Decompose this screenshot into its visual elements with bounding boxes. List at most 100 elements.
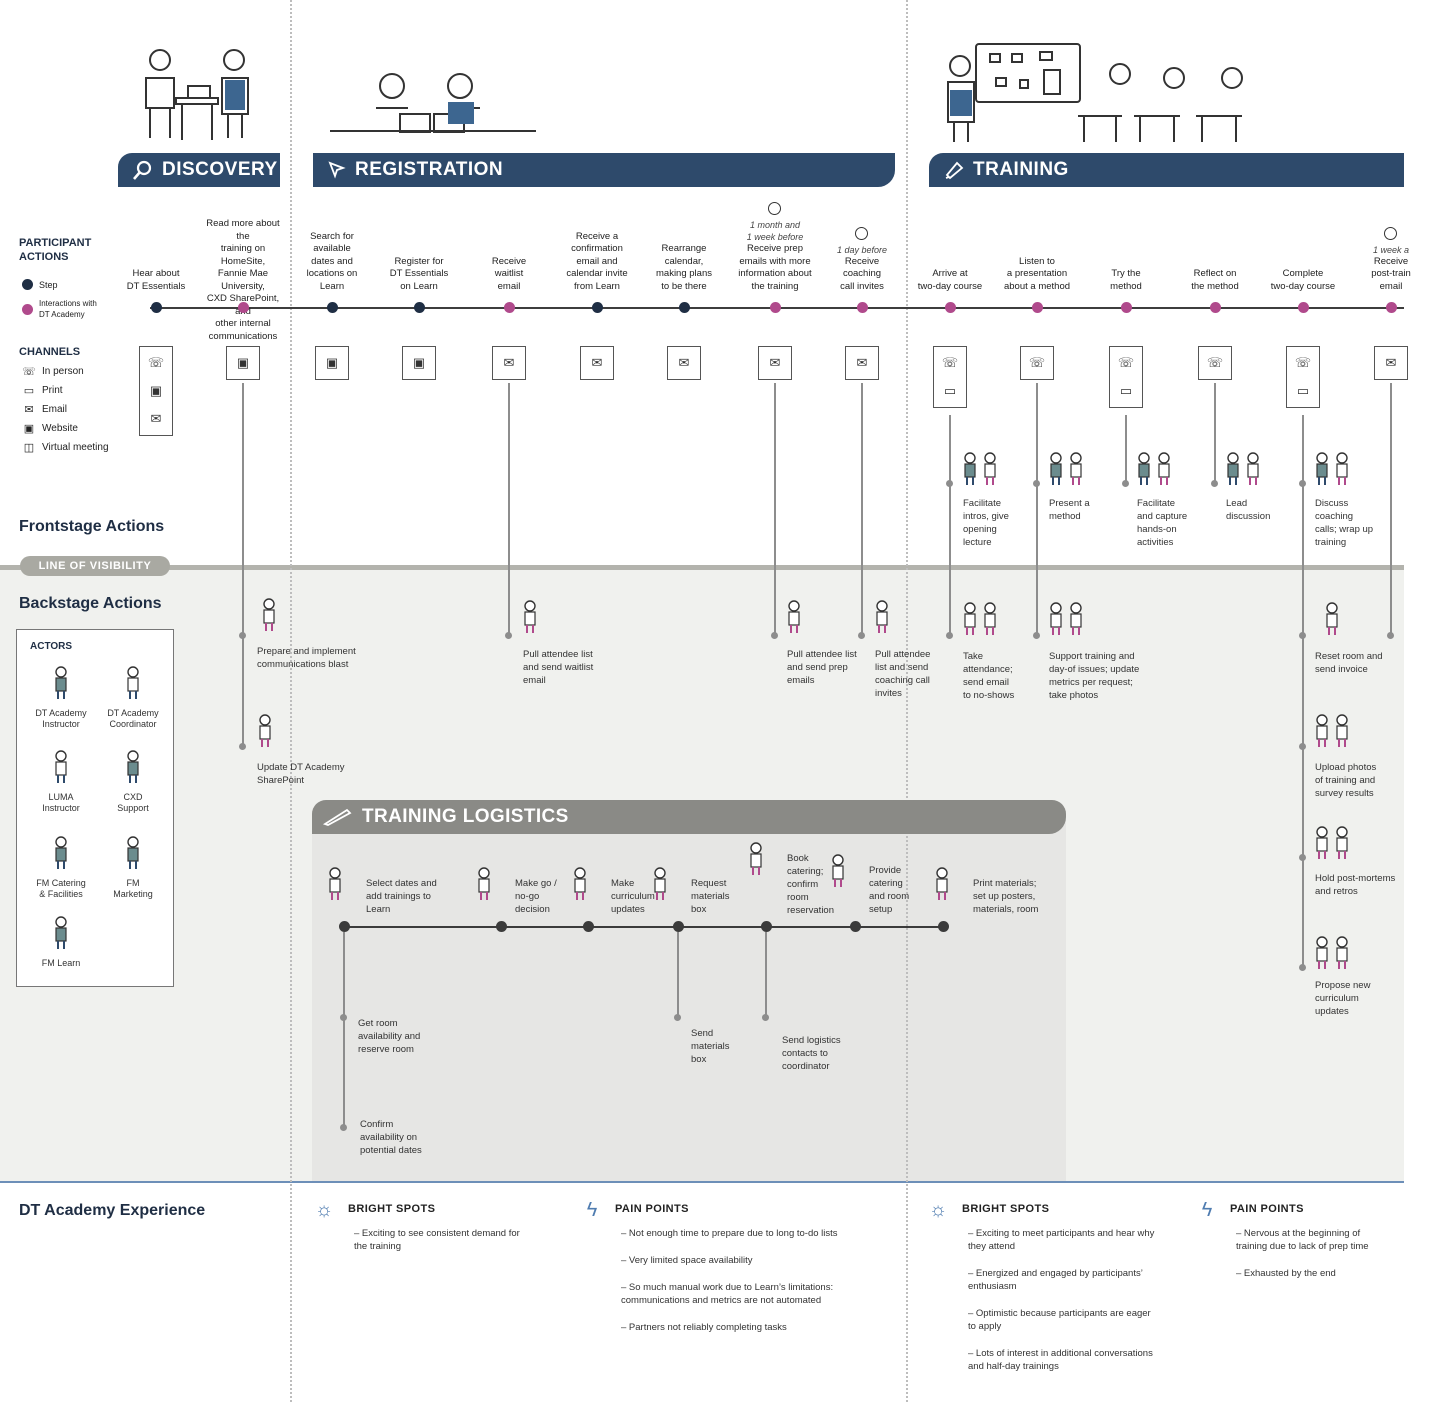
logistics-step-dot[interactable] xyxy=(583,921,594,932)
channel-legend-item: ✉ Email xyxy=(22,403,67,416)
logistics-connector-dot xyxy=(340,1124,347,1131)
step-dot[interactable] xyxy=(238,302,249,313)
logistics-step-dot[interactable] xyxy=(938,921,949,932)
in-person-icon: ☏ xyxy=(941,355,959,370)
connector-dot xyxy=(946,632,953,639)
person-icon xyxy=(963,452,977,486)
connector-dot xyxy=(1387,632,1394,639)
step-dot[interactable] xyxy=(592,302,603,313)
legend-interactions-label: Interactions with DT Academy xyxy=(39,299,97,319)
step-dot[interactable] xyxy=(327,302,338,313)
legend-step-label: Step xyxy=(39,279,58,290)
person-icon xyxy=(875,600,889,634)
person-icon xyxy=(963,602,977,636)
channel-box: ▣ xyxy=(226,346,260,380)
actor-label: FM Learn xyxy=(41,958,81,968)
logistics-sub-note: Get room availability and reserve room xyxy=(358,1018,421,1055)
connector-dot xyxy=(946,480,953,487)
step-dot[interactable] xyxy=(945,302,956,313)
step-dot[interactable] xyxy=(151,302,162,313)
connector-dot xyxy=(1033,632,1040,639)
person-icon xyxy=(54,666,68,700)
print-icon: ▭ xyxy=(1119,383,1133,398)
clock-icon xyxy=(855,226,868,240)
step-dot[interactable] xyxy=(414,302,425,313)
experience-item: – Lots of interest in additional convers… xyxy=(968,1348,1153,1372)
connector-dot xyxy=(1033,480,1040,487)
logistics-step-label: Book catering; confirm room reservation xyxy=(787,853,834,916)
person-icon xyxy=(1315,826,1329,860)
connector-dot xyxy=(1299,743,1306,750)
channel-legend-item: ◫Virtual meeting xyxy=(22,441,109,454)
channel-legend-item: ☏In person xyxy=(22,365,84,378)
step-dot[interactable] xyxy=(679,302,690,313)
step-label: Read more about the training on HomeSite… xyxy=(206,218,280,342)
channel-box: ☏▭ xyxy=(933,346,967,408)
channel-legend-label: Email xyxy=(42,404,68,415)
channel-box: ✉ xyxy=(845,346,879,380)
channel-legend-label: In person xyxy=(42,366,84,377)
logistics-connector-dot xyxy=(340,1014,347,1021)
email-icon: ✉ xyxy=(150,411,162,426)
connector-line xyxy=(1214,383,1216,484)
website-icon: ▣ xyxy=(23,423,35,435)
frontstage-note: Facilitate intros, give opening lecture xyxy=(963,498,1009,548)
connector-dot xyxy=(239,743,246,750)
channel-legend-label: Print xyxy=(42,385,63,396)
training-illustration xyxy=(947,43,1243,142)
actor-label: FM Catering & Facilities xyxy=(36,878,86,899)
step-dot[interactable] xyxy=(504,302,515,313)
in-person-icon: ☏ xyxy=(147,355,165,370)
legend-step: Step xyxy=(22,279,58,290)
connector-dot xyxy=(1211,480,1218,487)
step-dot[interactable] xyxy=(1032,302,1043,313)
logistics-step-dot[interactable] xyxy=(850,921,861,932)
step-dot[interactable] xyxy=(1298,302,1309,313)
actor-label: FM Marketing xyxy=(113,878,153,899)
in-person-icon: ☏ xyxy=(1028,355,1046,370)
backstage-note: Pull attendee list and send waitlist ema… xyxy=(523,649,594,686)
connector-dot xyxy=(1299,480,1306,487)
discovery-illustration xyxy=(145,49,249,140)
step-label: Receive post-train email xyxy=(1371,255,1411,292)
person-icon xyxy=(1315,452,1329,486)
logistics-connector-dot xyxy=(762,1014,769,1021)
step-label: Receive waitlist email xyxy=(491,255,527,292)
logistics-step-label: Provide catering and room setup xyxy=(869,865,910,915)
logistics-step-label: Print materials; set up posters, materia… xyxy=(973,878,1039,915)
person-icon xyxy=(523,600,537,634)
person-icon xyxy=(983,602,997,636)
step-dot[interactable] xyxy=(1386,302,1397,313)
step-dot[interactable] xyxy=(1121,302,1132,313)
person-icon xyxy=(573,867,587,901)
channel-box: ✉ xyxy=(580,346,614,380)
backstage-note: Reset room and send invoice xyxy=(1315,651,1383,675)
person-icon xyxy=(126,750,140,784)
person-icon xyxy=(262,598,276,632)
person-icon xyxy=(831,854,845,888)
logistics-step-dot[interactable] xyxy=(496,921,507,932)
logistics-step-dot[interactable] xyxy=(339,921,350,932)
step-dot[interactable] xyxy=(1210,302,1221,313)
logistics-step-dot[interactable] xyxy=(673,921,684,932)
experience-item: – Exciting to meet participants and hear… xyxy=(968,1228,1155,1252)
step-dot[interactable] xyxy=(770,302,781,313)
logistics-connector xyxy=(343,932,345,1128)
logistics-step-dot[interactable] xyxy=(761,921,772,932)
email-icon: ✉ xyxy=(24,404,34,416)
person-icon xyxy=(1315,714,1329,748)
step-label: Search for available dates and locations… xyxy=(306,230,358,292)
experience-heading: BRIGHT SPOTS xyxy=(348,1203,436,1215)
registration-title: REGISTRATION xyxy=(355,159,504,180)
logistics-connector xyxy=(765,932,767,1018)
person-icon xyxy=(1315,936,1329,970)
step-dot[interactable] xyxy=(857,302,868,313)
experience-item: – So much manual work due to Learn’s lim… xyxy=(621,1282,834,1306)
print-icon: ▭ xyxy=(1296,383,1310,398)
cursor-icon xyxy=(328,161,346,179)
person-icon xyxy=(54,836,68,870)
person-icon xyxy=(983,452,997,486)
experience-item: – Optimistic because participants are ea… xyxy=(968,1308,1151,1332)
in-person-icon: ☏ xyxy=(1117,355,1135,370)
